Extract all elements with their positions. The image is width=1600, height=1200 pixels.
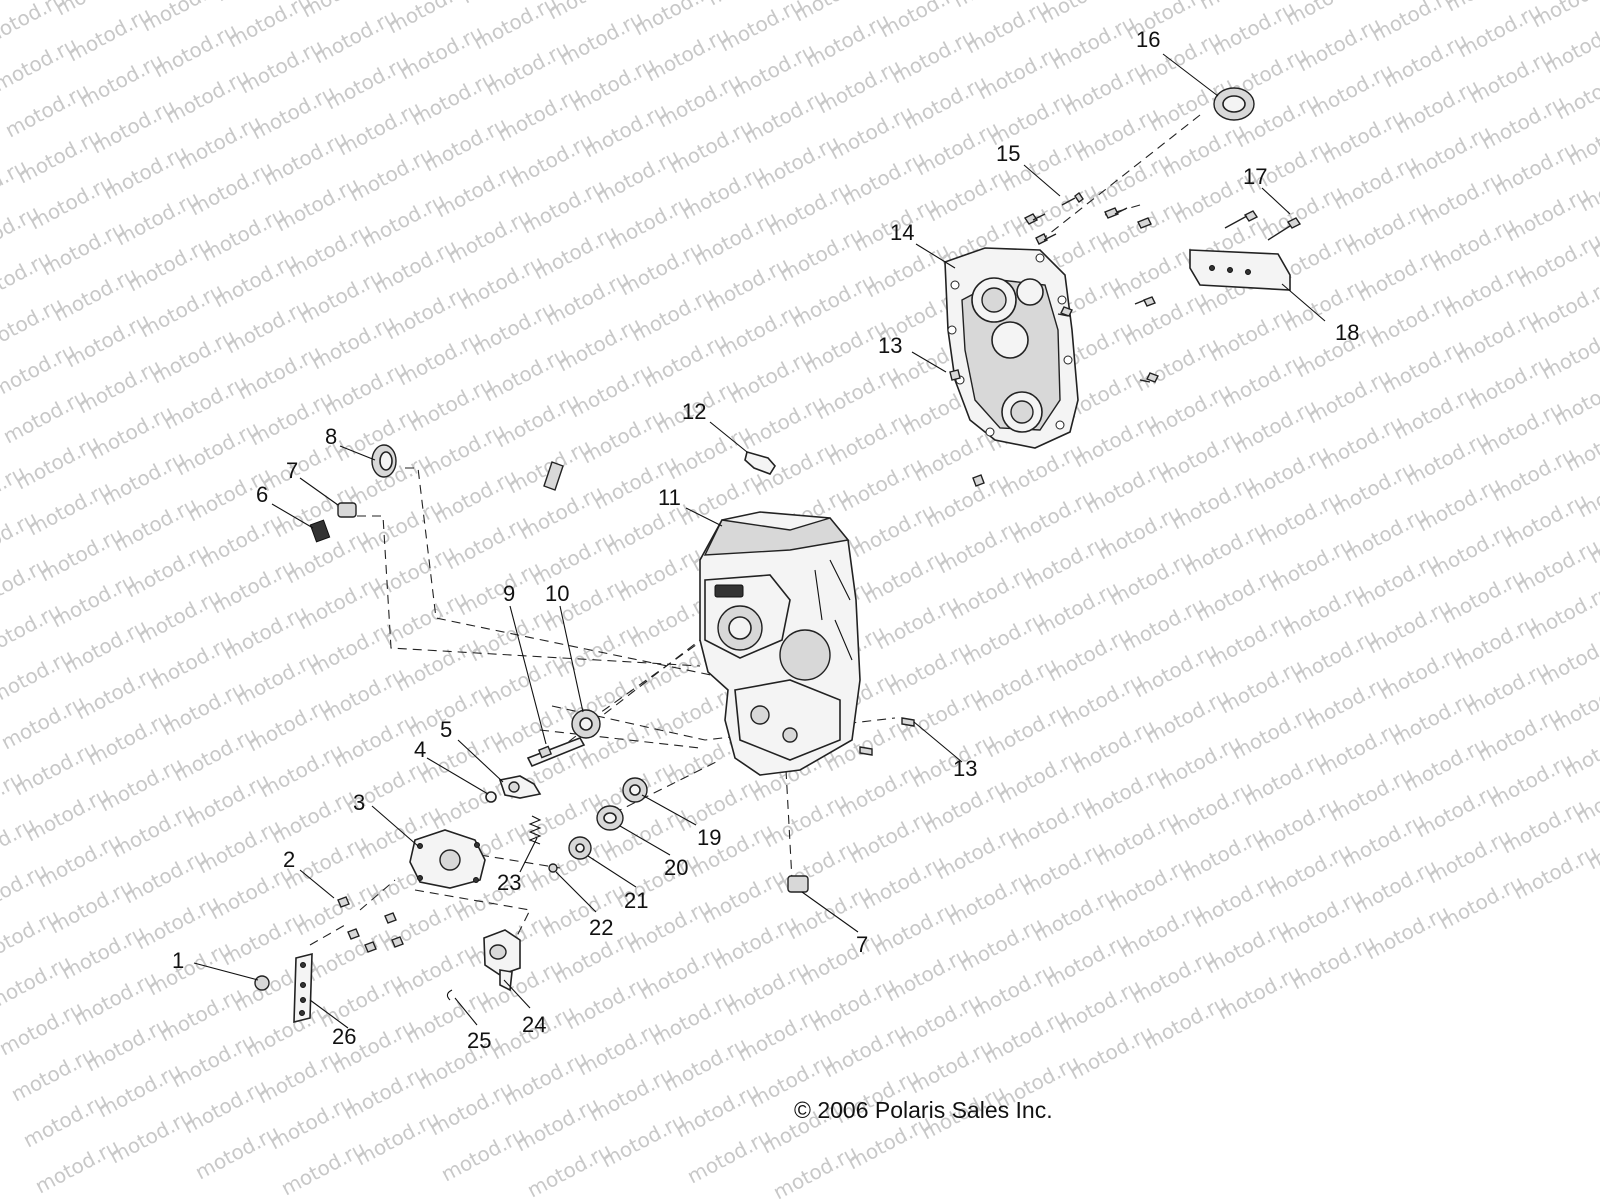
bearing-20: [596, 805, 624, 831]
assembly-lines: [309, 114, 1201, 946]
plug-7: [337, 502, 357, 518]
plug-7-lower: [787, 875, 809, 893]
callout-18: 18: [1335, 320, 1359, 345]
callout-5: 5: [440, 717, 452, 742]
callout-26: 26: [332, 1024, 356, 1049]
callout-22: 22: [589, 915, 613, 940]
callout-16: 16: [1136, 27, 1160, 52]
nut-1: [254, 975, 270, 991]
callout-3: 3: [353, 790, 365, 815]
callout-19: 19: [697, 825, 721, 850]
watermark-text: motod.ru: [1527, 0, 1600, 32]
ball-22: [548, 863, 558, 873]
lever-5: [498, 775, 542, 799]
callout-12: 12: [682, 399, 706, 424]
fitting-12: [744, 451, 776, 475]
pump-housing-3: [409, 829, 486, 889]
screen-6: [309, 519, 331, 543]
mount-24: [483, 929, 521, 992]
callout-6: 6: [256, 482, 268, 507]
callout-7b: 7: [856, 932, 868, 957]
callout-11: 11: [658, 485, 681, 510]
callout-labels: 1 2 3 4 5 6 7 8 9 10 11 12 13 14 15 16 1…: [172, 27, 1359, 1053]
callout-2: 2: [283, 847, 295, 872]
callout-24: 24: [522, 1012, 546, 1037]
callout-23: 23: [497, 870, 521, 895]
callout-25: 25: [467, 1028, 491, 1053]
main-gearcase: [699, 511, 861, 776]
gear-21: [568, 836, 592, 860]
dowel-pins-13: [859, 369, 985, 756]
clip-25: [446, 989, 453, 1001]
callout-7: 7: [286, 458, 298, 483]
callout-10: 10: [545, 581, 569, 606]
callout-14: 14: [890, 220, 914, 245]
callout-13b: 13: [953, 756, 977, 781]
seal-8: [371, 444, 397, 478]
seal-16: [1213, 87, 1255, 121]
pin-small: [543, 461, 564, 491]
gearcase-cover: [944, 247, 1079, 449]
copyright-notice: © 2006 Polaris Sales Inc.: [794, 1097, 1053, 1123]
callout-15: 15: [996, 141, 1020, 166]
shaft-9: [526, 737, 586, 768]
bracket-18: [1189, 249, 1291, 291]
callout-8: 8: [325, 424, 337, 449]
callout-20: 20: [664, 855, 688, 880]
bolts-2: [337, 896, 404, 953]
gear-10: [571, 709, 601, 739]
link-26: [293, 952, 313, 1024]
callout-1: 1: [172, 948, 184, 973]
washer-4: [485, 791, 497, 803]
leader-lines: [193, 53, 1326, 1029]
spring-23: [528, 815, 542, 845]
callout-13: 13: [878, 333, 902, 358]
cover-bolts: [1023, 191, 1302, 383]
callout-17: 17: [1243, 164, 1267, 189]
callout-4: 4: [414, 737, 426, 762]
callout-21: 21: [624, 888, 648, 913]
callout-9: 9: [503, 581, 515, 606]
gear-19: [622, 777, 648, 803]
